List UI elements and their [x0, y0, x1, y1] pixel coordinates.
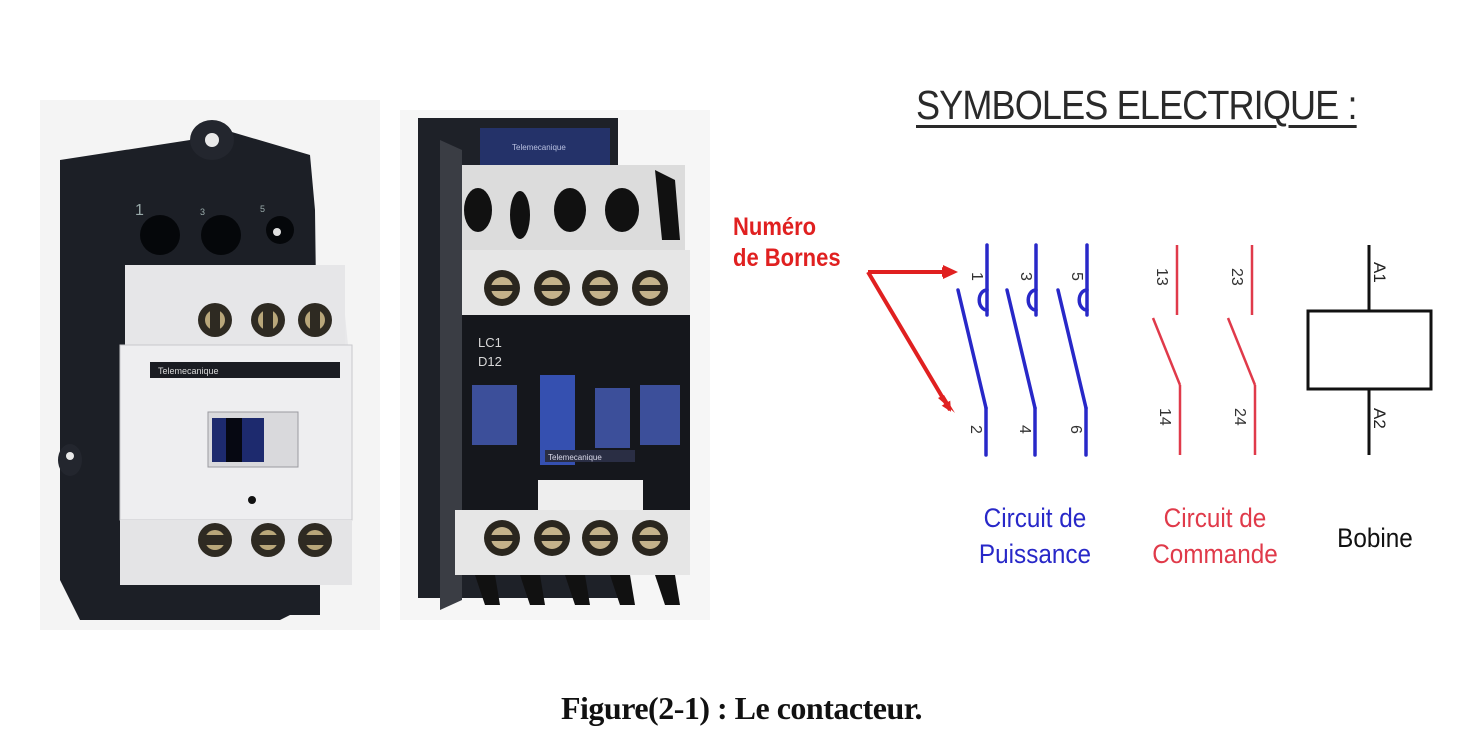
contactor-photo-left: 1 3 5 Telemecanique: [40, 100, 380, 630]
terminal-13: 13: [1153, 268, 1170, 286]
callout-arrows: [866, 265, 958, 413]
svg-text:Telemecanique: Telemecanique: [548, 453, 602, 462]
power-circuit-label: Circuit de Puissance: [978, 503, 1092, 569]
terminal-2: 2: [967, 425, 984, 434]
terminal-23: 23: [1228, 268, 1245, 286]
control-circuit-label: Circuit de Commande: [1152, 503, 1278, 569]
terminal-14: 14: [1156, 408, 1173, 426]
contactor-photo-right: Telemecanique LC1 D12 Telemecanique: [400, 110, 710, 620]
terminal-6: 6: [1067, 425, 1084, 434]
coil-label: Bobine: [1337, 523, 1413, 553]
power-circuit-symbol: [956, 243, 1089, 457]
terminal-5: 5: [1068, 272, 1085, 281]
figure-caption: Figure(2-1) : Le contacteur.: [560, 690, 923, 726]
control-circuit-symbol: [1151, 245, 1257, 455]
model-label: LC1: [478, 335, 502, 350]
svg-text:D12: D12: [478, 354, 502, 369]
brand-label: Telemecanique: [158, 366, 219, 376]
svg-text:Telemecanique: Telemecanique: [512, 143, 566, 152]
callout-line-2: de Bornes: [733, 244, 841, 272]
terminal-3: 3: [1017, 272, 1034, 281]
svg-text:5: 5: [260, 204, 265, 214]
terminal-4: 4: [1016, 425, 1033, 434]
terminal-number-callout: Numéro de Bornes: [733, 212, 841, 274]
terminal-a2: A2: [1370, 408, 1389, 429]
terminal-1: 1: [968, 272, 985, 281]
callout-line-1: Numéro: [733, 213, 817, 241]
terminal-mark: 1: [135, 202, 144, 219]
terminal-a1: A1: [1370, 262, 1389, 283]
terminal-24: 24: [1231, 408, 1248, 426]
svg-text:3: 3: [200, 207, 205, 217]
diagram-title: SYMBOLES ELECTRIQUE :: [916, 82, 1358, 128]
coil-symbol: [1306, 245, 1433, 455]
